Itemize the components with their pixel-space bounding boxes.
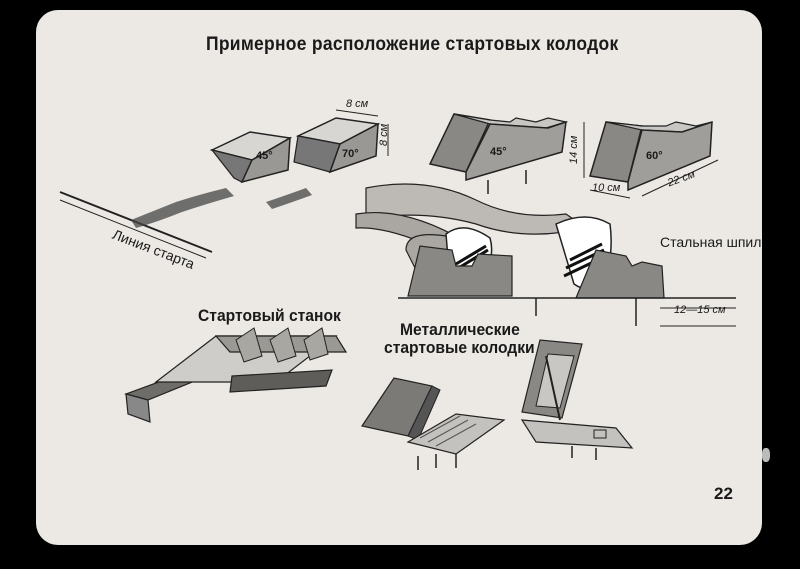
block-shadow bbox=[266, 188, 312, 209]
ground-blocks bbox=[398, 245, 736, 327]
dimension-label: 10 см bbox=[592, 182, 621, 194]
page-title: Примерное расположение стартовых колодок bbox=[206, 34, 619, 55]
angle-label: 45° bbox=[490, 146, 507, 158]
angle-label: 60° bbox=[646, 150, 663, 162]
angle-label: 70° bbox=[342, 148, 359, 160]
page-number: 22 bbox=[714, 484, 733, 503]
start-block-45 bbox=[209, 131, 293, 184]
diagram-illustration bbox=[59, 109, 736, 470]
metal-block-raised bbox=[520, 339, 634, 460]
angle-label: 45° bbox=[256, 150, 273, 162]
metal-blocks-label-2: стартовые колодки bbox=[384, 338, 535, 357]
metal-blocks-label-1: Металлические bbox=[400, 320, 520, 339]
dimension-label: 8 см bbox=[346, 98, 369, 110]
starting-frame-label: Стартовый станок bbox=[198, 306, 341, 325]
dimension-label: 14 см bbox=[568, 135, 580, 164]
film-dust bbox=[762, 448, 770, 462]
dimension-label: 8 см bbox=[378, 123, 390, 146]
starting-frame bbox=[124, 327, 348, 423]
stepped-block-45 bbox=[428, 113, 569, 194]
metal-block-open bbox=[361, 377, 506, 470]
block-shadow bbox=[131, 188, 234, 228]
start-block-70 bbox=[293, 109, 389, 174]
stepped-block-60 bbox=[583, 120, 719, 199]
dimension-label: 12—15 см bbox=[674, 304, 726, 316]
slide: Примерное расположение стартовых колодок… bbox=[36, 10, 762, 545]
steel-spike-label-1: Стальная шпилька bbox=[660, 234, 762, 250]
